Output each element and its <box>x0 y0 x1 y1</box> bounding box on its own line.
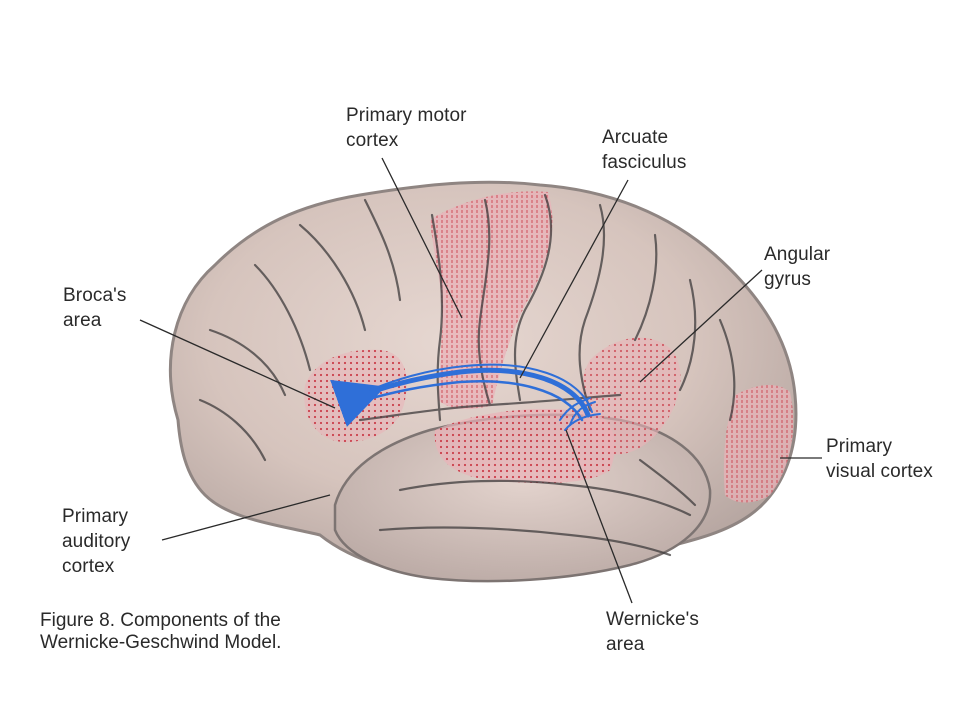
leader-primary-motor-cortex <box>381 157 463 319</box>
leader-brocas-area <box>139 319 336 409</box>
label-line: Angular <box>764 244 831 265</box>
label-line: area <box>606 634 645 655</box>
temporal-lobe <box>333 413 712 583</box>
label-line: Wernicke's <box>606 609 699 630</box>
label-line: cortex <box>62 556 115 577</box>
label-line: Primary <box>62 506 129 527</box>
label-line: Arcuate <box>602 127 669 148</box>
label-line: fasciculus <box>602 152 687 173</box>
label-line: Broca's <box>63 285 127 306</box>
label-primary-motor-cortex: Primary motor cortex <box>346 103 467 153</box>
label-line: area <box>63 310 102 331</box>
leader-wernickes-area <box>565 429 633 604</box>
label-line: Primary <box>826 436 893 457</box>
label-primary-auditory-cortex: Primary auditory cortex <box>62 504 130 579</box>
leader-angular-gyrus <box>639 269 763 383</box>
leader-lines <box>139 157 822 604</box>
label-angular-gyrus: Angular gyrus <box>764 242 830 292</box>
caption-line: Figure 8. Components of the <box>40 610 281 631</box>
label-line: Primary motor <box>346 105 467 126</box>
label-wernickes-area: Wernicke's area <box>606 607 699 657</box>
label-line: cortex <box>346 130 399 151</box>
sulci <box>198 193 736 557</box>
figure-caption: Figure 8. Components of the Wernicke-Ges… <box>40 610 281 654</box>
leader-primary-auditory-cortex <box>161 494 331 541</box>
label-arcuate-fasciculus: Arcuate fasciculus <box>602 125 686 175</box>
label-primary-visual-cortex: Primary visual cortex <box>826 434 933 484</box>
label-brocas-area: Broca's area <box>63 283 126 333</box>
label-line: gyrus <box>764 269 811 290</box>
caption-line: Wernicke-Geschwind Model. <box>40 632 282 653</box>
label-line: visual cortex <box>826 461 933 482</box>
arcuate-fasciculus-fibers <box>330 363 601 431</box>
leader-arcuate-fasciculus <box>519 179 629 379</box>
label-line: auditory <box>62 531 131 552</box>
